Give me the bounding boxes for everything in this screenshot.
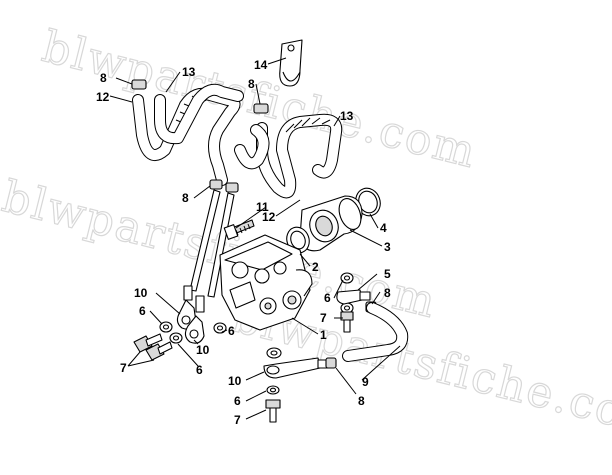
callout-6-lower: 6 [234, 394, 241, 408]
callout-6-left-lower: 6 [196, 363, 203, 377]
callout-7-lower: 7 [234, 413, 241, 427]
callout-13-right: 13 [340, 109, 354, 123]
callout-11: 11 [256, 200, 269, 214]
banjo-bolt-part-7-left [133, 333, 173, 361]
callout-1: 1 [320, 328, 327, 342]
banjo-fitting-part-10-middle [184, 295, 205, 344]
callout-8-upper-left: 8 [100, 71, 107, 85]
banjo-fitting-part-5 [336, 289, 371, 305]
callout-8-right: 8 [384, 286, 391, 300]
callout-6-left-upper: 6 [139, 304, 146, 318]
callout-7-left: 7 [120, 361, 127, 375]
callout-10-upper: 10 [134, 286, 148, 300]
callout-5: 5 [384, 267, 391, 281]
callout-8-middle-left: 8 [182, 191, 189, 205]
callout-9: 9 [362, 375, 369, 389]
clamp-bracket-part-14 [279, 39, 303, 87]
leader-lines [109, 57, 401, 420]
callout-3: 3 [384, 240, 391, 254]
banjo-bolt-part-7-right [340, 311, 354, 333]
banjo-fitting-part-10-lower [263, 357, 329, 379]
coolant-hose-right-part-12 [256, 113, 343, 199]
callout-4: 4 [380, 221, 387, 235]
callout-10-lower: 10 [228, 374, 242, 388]
callout-6-middle: 6 [228, 324, 235, 338]
callout-8-upper-middle: 8 [248, 77, 255, 91]
callout-labels: 1 2 3 4 5 6 6 6 6 6 7 7 7 8 8 8 8 8 9 10… [96, 58, 391, 427]
sealing-washer-part-6-right [340, 272, 354, 314]
hose-clamp-part-8-upper [131, 79, 269, 193]
callout-12-right: 12 [262, 210, 276, 224]
callout-14: 14 [254, 58, 268, 72]
sealing-washer-part-6-lower-top [266, 347, 282, 359]
callout-6-right: 6 [324, 291, 331, 305]
banjo-bolt-part-7-lower [265, 399, 281, 423]
thermostat-housing-part-3 [299, 195, 363, 252]
hose-clamp-part-8-lower [325, 357, 337, 369]
pump-housing-part-1 [219, 234, 313, 331]
callout-8-lower: 8 [358, 394, 365, 408]
bypass-tube [189, 189, 235, 298]
callout-2: 2 [312, 260, 319, 274]
callout-12-left: 12 [96, 90, 110, 104]
bolt-part-11 [223, 219, 255, 240]
sealing-washer-part-6-left [159, 321, 227, 344]
callout-10-middle: 10 [196, 343, 210, 357]
callout-13-left: 13 [182, 65, 196, 79]
coolant-hose-part-9 [342, 302, 409, 362]
coolant-hose-left-part-13 [154, 83, 244, 145]
sealing-washer-part-6-lower-bottom [266, 385, 280, 395]
coolant-hose-right-part-13 [234, 124, 270, 170]
callout-7-right: 7 [320, 311, 327, 325]
